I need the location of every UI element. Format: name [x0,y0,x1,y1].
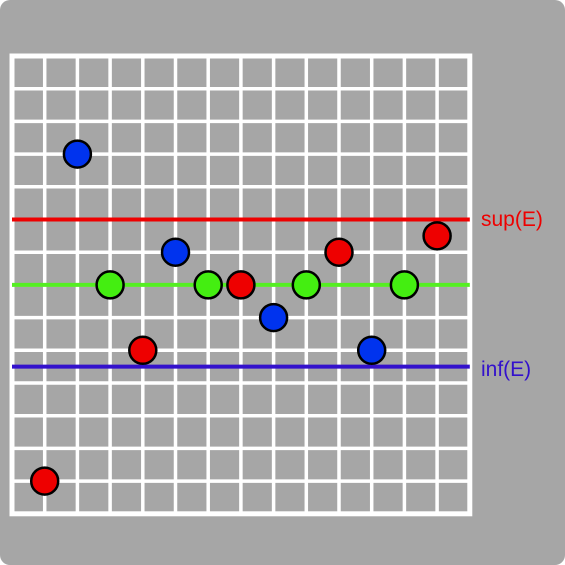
point-green [95,270,125,300]
point-red [324,237,354,267]
point-green [291,270,322,300]
point-red [128,335,158,366]
points [29,139,452,496]
point-red [226,270,256,300]
point-blue [258,302,289,333]
point-blue [62,139,93,169]
point-red [29,466,60,496]
sup-label: sup(E) [481,208,543,231]
point-green [193,270,223,300]
point-blue [356,335,387,366]
point-red [422,221,452,251]
point-green [389,270,420,300]
point-blue [160,237,191,267]
inf-label: inf(E) [481,358,531,381]
